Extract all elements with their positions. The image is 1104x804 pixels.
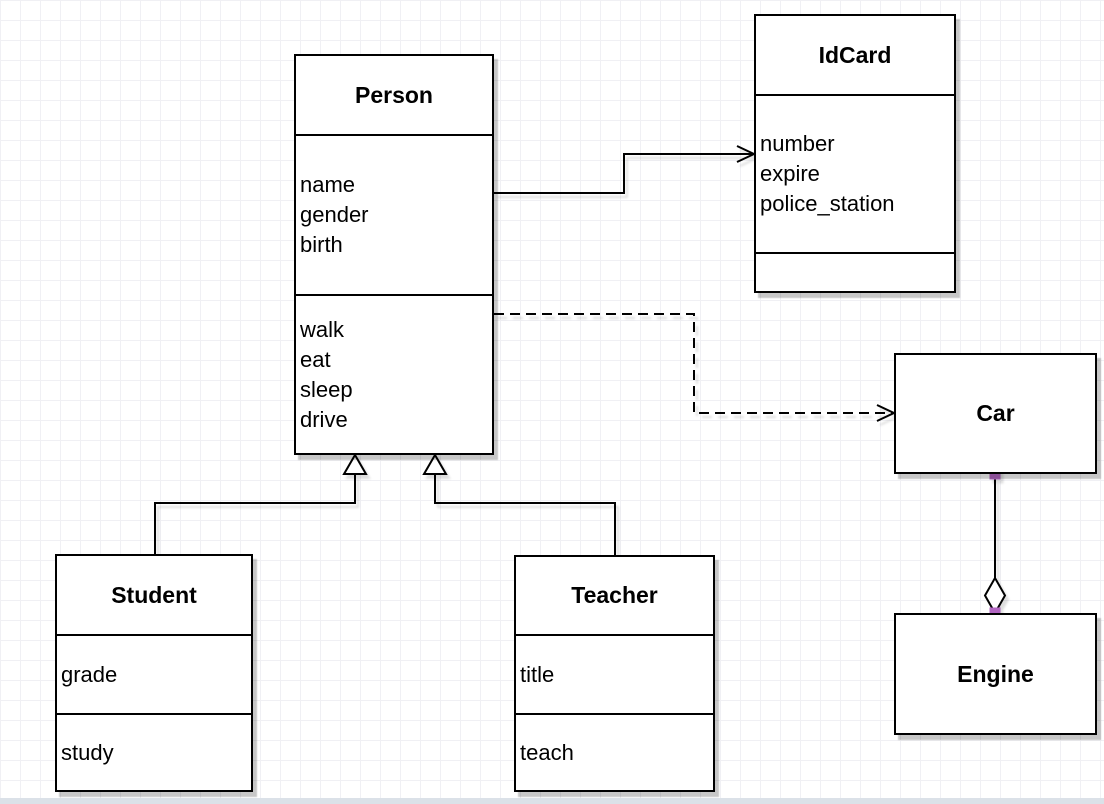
attribute-label: expire bbox=[760, 161, 820, 186]
methods-compartment: teach bbox=[516, 713, 713, 790]
class-node-person[interactable]: Person name gender birth walk eat sleep drive bbox=[294, 54, 494, 455]
method-label: walk bbox=[300, 316, 345, 342]
method-label: drive bbox=[300, 406, 348, 432]
attribute-label: birth bbox=[300, 232, 343, 257]
class-title: Engine bbox=[957, 660, 1034, 687]
edge-person-car[interactable] bbox=[494, 313, 897, 422]
class-title: Car bbox=[976, 400, 1015, 426]
class-node-student[interactable]: Student grade study bbox=[55, 554, 253, 792]
attributes-compartment: number expire police_station bbox=[756, 94, 954, 252]
attribute-label: police_station bbox=[760, 191, 895, 216]
attribute-label: number bbox=[760, 131, 835, 156]
generalization-triangle-icon bbox=[422, 453, 448, 475]
edge-student-person[interactable] bbox=[154, 453, 368, 554]
class-title: Teacher bbox=[571, 582, 658, 608]
class-node-idcard[interactable]: IdCard number expire police_station bbox=[754, 14, 956, 293]
horizontal-scrollbar-strip[interactable] bbox=[0, 798, 1104, 804]
method-label: eat bbox=[300, 346, 331, 372]
class-title: Student bbox=[111, 581, 197, 608]
methods-compartment: walk eat sleep drive bbox=[296, 294, 492, 453]
endpoint-handle[interactable] bbox=[989, 468, 1001, 480]
attribute-label: name bbox=[300, 172, 356, 197]
attributes-compartment: title bbox=[516, 634, 713, 713]
attributes-compartment: name gender birth bbox=[296, 134, 492, 294]
aggregation-diamond-icon bbox=[983, 575, 1007, 616]
methods-compartment bbox=[756, 252, 954, 291]
attribute-label: grade bbox=[61, 661, 118, 687]
edge-teacher-person[interactable] bbox=[422, 453, 616, 555]
class-title: Person bbox=[355, 81, 433, 108]
class-node-car[interactable]: Car bbox=[894, 353, 1097, 474]
edge-car-engine[interactable] bbox=[983, 468, 1007, 619]
class-title: IdCard bbox=[818, 41, 892, 68]
method-label: study bbox=[61, 739, 114, 765]
class-node-teacher[interactable]: Teacher title teach bbox=[514, 555, 715, 792]
attribute-label: title bbox=[520, 661, 555, 687]
method-label: teach bbox=[520, 739, 574, 765]
edge-person-idcard[interactable] bbox=[494, 145, 757, 194]
method-label: sleep bbox=[300, 376, 353, 402]
class-node-engine[interactable]: Engine bbox=[894, 613, 1097, 735]
attributes-compartment: grade bbox=[57, 634, 251, 713]
attribute-label: gender bbox=[300, 202, 369, 227]
methods-compartment: study bbox=[57, 713, 251, 790]
generalization-triangle-icon bbox=[342, 453, 368, 475]
